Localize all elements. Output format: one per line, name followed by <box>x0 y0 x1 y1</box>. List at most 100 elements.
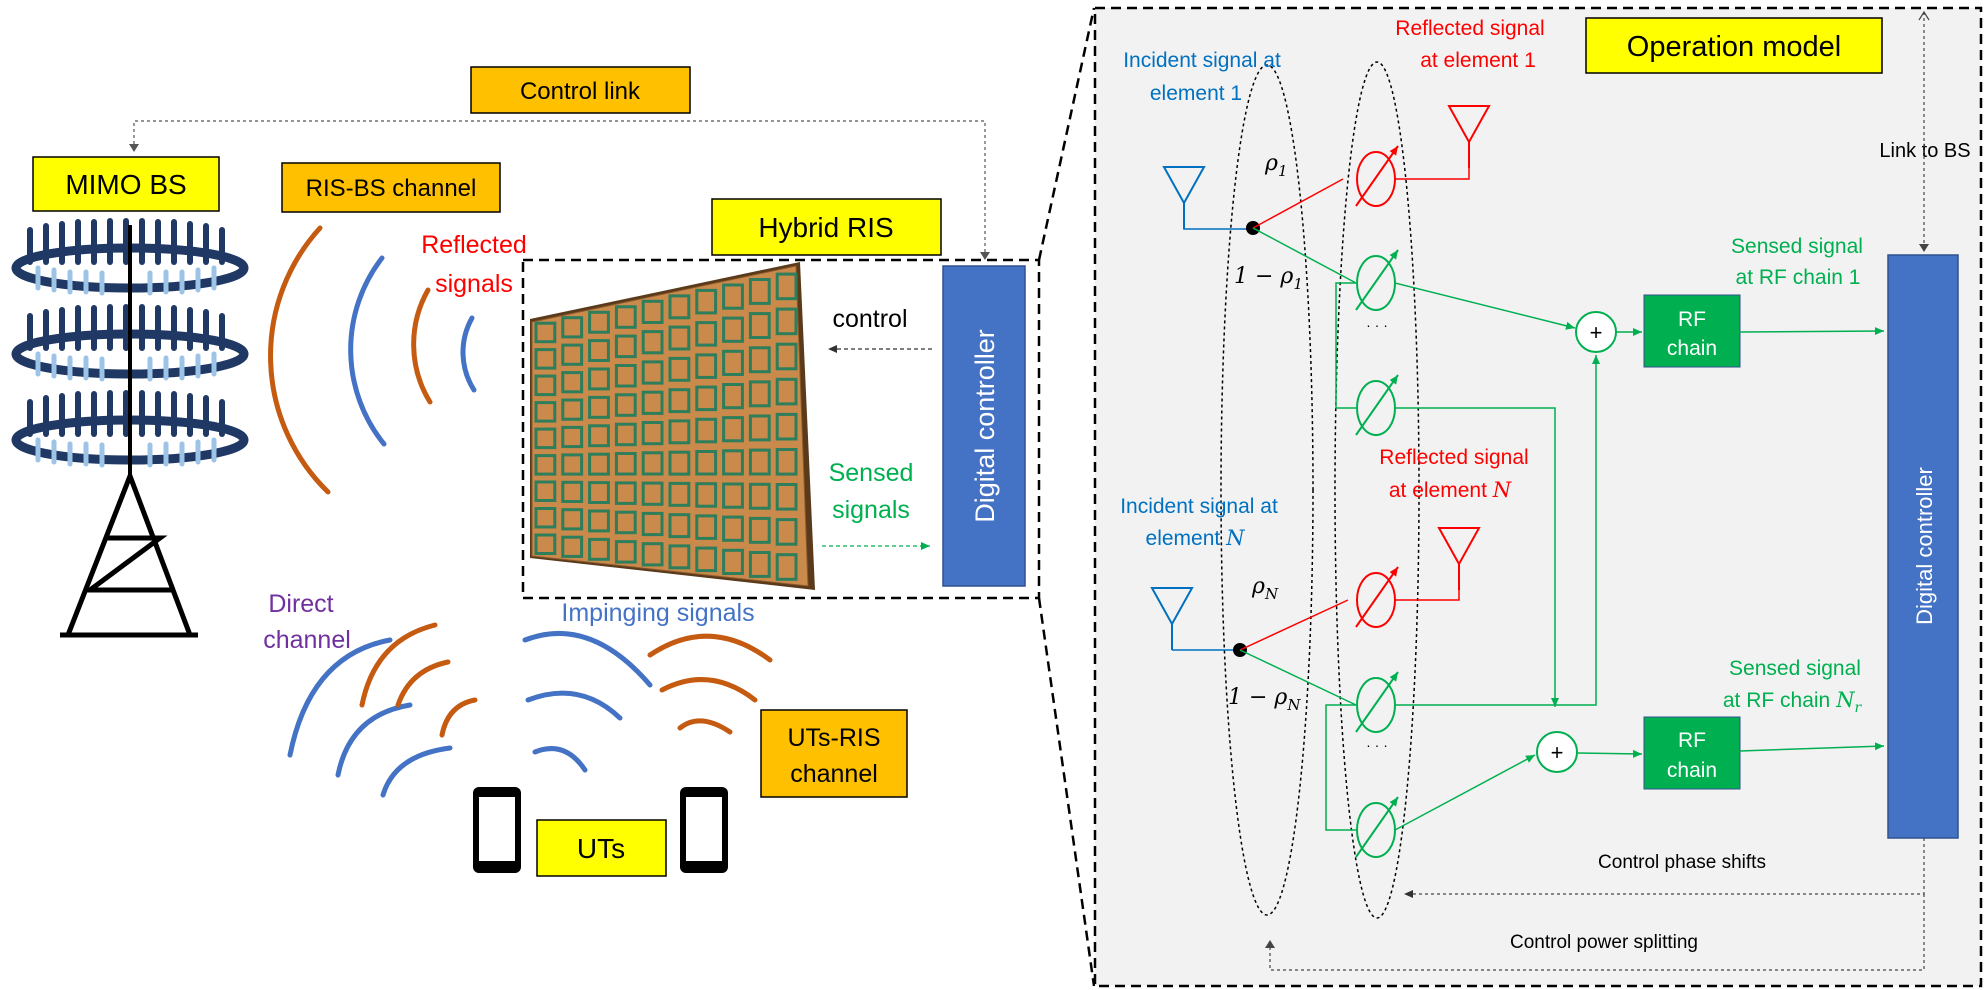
incident-1-label-2: element 1 <box>1150 82 1242 105</box>
ris-element <box>748 551 771 578</box>
ris-element <box>722 383 744 410</box>
control-link-arrow <box>129 144 139 152</box>
ris-element <box>614 540 637 564</box>
ris-element <box>748 278 771 305</box>
rho-1-label: ρ1 <box>1264 151 1287 180</box>
ris-element <box>775 448 798 476</box>
rf-chain-n-label-1: RF <box>1678 729 1706 752</box>
ris-element <box>775 342 798 371</box>
ris-element <box>775 412 798 441</box>
rf-chain-n <box>1643 716 1741 790</box>
ris-element <box>534 507 557 529</box>
ris-element <box>614 393 637 417</box>
ris-element <box>614 334 637 359</box>
ris-element <box>534 321 557 344</box>
ris-element <box>695 450 718 476</box>
rf-chain-1 <box>1643 294 1741 368</box>
control-link-label: Control link <box>520 78 641 105</box>
zoom-line-top <box>1037 7 1096 261</box>
ris-element <box>641 390 664 415</box>
sensed-n-label-2: at RF chain Nr <box>1723 688 1863 716</box>
ris-element <box>722 416 744 443</box>
ris-element <box>534 348 557 370</box>
ris-element <box>695 482 718 508</box>
splitter-ellipse <box>1220 64 1314 916</box>
reflected-signals-label-1: Reflected <box>421 231 527 259</box>
ris-element <box>588 537 610 561</box>
ris-element <box>561 508 584 531</box>
ris-element <box>722 316 744 343</box>
rf-chain-n-label-2: chain <box>1667 759 1717 782</box>
operation-model-label: Operation model <box>1627 31 1841 63</box>
hybrid-ris-label: Hybrid RIS <box>758 212 893 243</box>
ris-element <box>588 509 610 533</box>
adder-n-plus: + <box>1551 740 1564 765</box>
ris-element <box>668 450 691 476</box>
ris-element <box>668 325 691 351</box>
ris-element <box>695 321 718 347</box>
ris-element <box>748 312 771 340</box>
operation-model-box <box>1585 17 1883 74</box>
ris-element <box>561 425 584 449</box>
adder-1-plus: + <box>1590 320 1603 345</box>
impinging-signals-label: Impinging signals <box>561 599 754 627</box>
ris-element <box>775 377 798 406</box>
ris-element <box>588 395 610 419</box>
ris-element <box>748 414 771 442</box>
hybrid-ris-box <box>711 198 942 256</box>
control-power-splitting-label: Control power splitting <box>1510 932 1698 953</box>
ris-element <box>722 515 744 542</box>
ris-element <box>695 417 718 444</box>
ris-element <box>561 316 584 339</box>
ris-element <box>561 371 584 394</box>
phone-icon-right <box>680 787 728 873</box>
one-minus-rho-n-label: 1 − ρN <box>1228 685 1301 714</box>
ris-element <box>695 353 718 379</box>
ris-element <box>775 553 798 581</box>
ris-element <box>641 421 664 446</box>
ris-element <box>641 451 664 476</box>
ris-element <box>668 481 691 507</box>
ris-element <box>668 356 691 382</box>
ris-element <box>775 518 798 546</box>
ris-element <box>614 364 637 388</box>
sensed-1-label-1: Sensed signal <box>1731 235 1863 258</box>
ris-element <box>534 374 557 397</box>
reflected-signals-label-2: signals <box>435 270 513 298</box>
ris-element <box>561 398 584 421</box>
ris-element <box>588 367 610 391</box>
ris-bs-channel-box <box>281 162 501 213</box>
reflected-n-label-2: at element N <box>1389 478 1512 502</box>
link-to-bs-label: Link to BS <box>1879 140 1970 162</box>
rho-n-label: ρN <box>1251 574 1279 603</box>
ris-element <box>614 422 637 447</box>
uts-ris-channel-box <box>760 709 908 798</box>
uts-ris-channel-label-1: UTs-RIS <box>787 724 880 752</box>
ris-element <box>588 424 610 448</box>
sensed-n-label-1: Sensed signal <box>1729 657 1861 680</box>
ris-element <box>641 360 664 385</box>
ris-element <box>588 339 610 363</box>
incident-n-label-1: Incident signal at <box>1120 495 1278 518</box>
uts-box <box>536 819 667 877</box>
direct-channel-label-1: Direct <box>268 590 333 618</box>
ris-element <box>588 481 610 505</box>
rf-chain-1-label-1: RF <box>1678 308 1706 331</box>
incident-1-label-1: Incident signal at <box>1123 49 1281 72</box>
ris-element <box>588 452 610 476</box>
ris-element <box>534 533 557 555</box>
ris-element <box>722 349 744 376</box>
ris-element <box>588 310 610 334</box>
reflected-n-label-1: Reflected signal <box>1379 446 1528 469</box>
ris-element <box>534 427 557 450</box>
ris-element <box>748 346 771 374</box>
ris-element <box>614 305 637 329</box>
control-link-arrow-ris <box>980 252 990 260</box>
uts-ris-channel-label-2: channel <box>790 760 878 788</box>
base-station-icon <box>11 218 249 638</box>
digital-controller-left <box>942 265 1026 587</box>
ris-element <box>775 307 798 336</box>
ris-element <box>748 448 771 476</box>
ris-panel <box>530 262 815 590</box>
hybrid-ris-frame <box>521 258 1041 600</box>
